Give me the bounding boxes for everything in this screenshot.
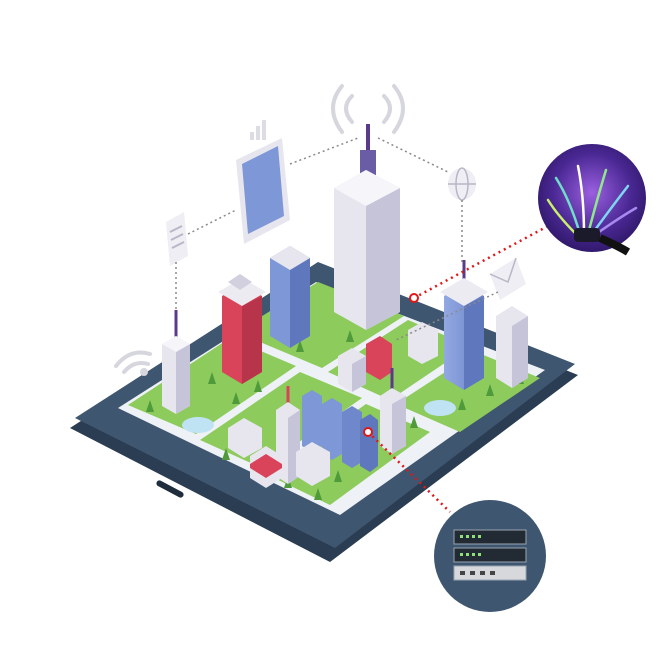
tree [410, 416, 418, 428]
buildings [162, 124, 528, 488]
tree [296, 340, 304, 352]
gray-connectors [175, 137, 499, 341]
red-connectors [367, 224, 549, 513]
floating-icons [114, 84, 526, 376]
building-red [218, 274, 266, 384]
tree [222, 448, 230, 460]
document-icon [166, 212, 188, 266]
pond-right [424, 400, 456, 416]
building-low [228, 418, 262, 458]
signal-bars-icon [250, 120, 266, 140]
building-red-layered [250, 446, 282, 488]
building-blue [270, 246, 310, 348]
tower-right-white [496, 306, 528, 388]
tower-center-right [380, 368, 406, 454]
tree [314, 488, 322, 500]
server-rack-icon [434, 500, 546, 612]
tree [232, 392, 240, 404]
fiber-optic-icon [538, 144, 646, 256]
envelope-icon [489, 257, 526, 300]
tablet-icon [236, 138, 290, 244]
building-low [296, 442, 330, 486]
globe-icon [448, 167, 476, 201]
tower-right-blue [440, 260, 488, 390]
connector-node-bottom [363, 427, 373, 437]
tower-left [162, 310, 190, 414]
pond-left [182, 417, 214, 433]
tree [486, 384, 494, 396]
wifi-icon [114, 350, 152, 376]
tree [334, 470, 342, 482]
tree [346, 330, 354, 342]
tree [208, 372, 216, 384]
trees [146, 330, 524, 500]
tablet-home-button [156, 480, 184, 498]
tree [146, 400, 154, 412]
tree [254, 380, 262, 392]
building-small-center [338, 322, 438, 392]
building-skyscraper [334, 124, 400, 330]
broadcast-tower-icon [331, 84, 405, 134]
connector-node-top [409, 293, 419, 303]
tree [458, 398, 466, 410]
